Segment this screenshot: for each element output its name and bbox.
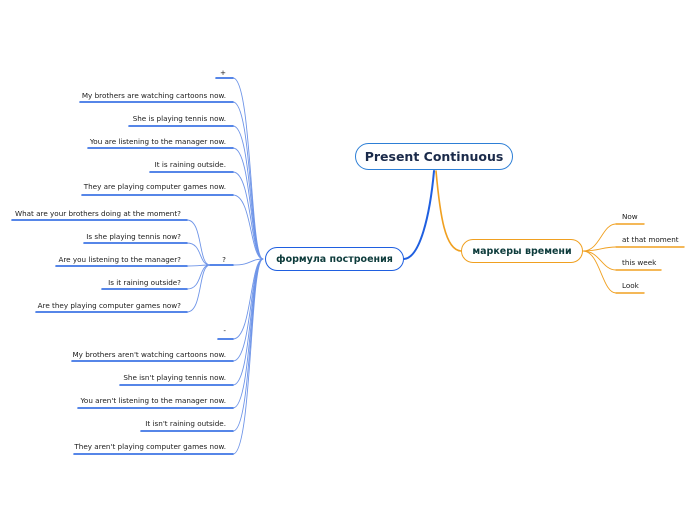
- leaf-marker-this-week[interactable]: this week: [622, 258, 657, 267]
- leaf-negative-3[interactable]: You aren't listening to the manager now.: [80, 396, 227, 405]
- leaf-negative-1[interactable]: My brothers aren't watching cartoons now…: [72, 350, 226, 359]
- leaf-affirmative-5[interactable]: They are playing computer games now.: [83, 182, 226, 191]
- leaf-affirmative-3[interactable]: You are listening to the manager now.: [89, 137, 226, 146]
- marker-connector-0: [582, 223, 617, 252]
- leaf-marker-look[interactable]: Look: [622, 281, 639, 290]
- leaf-marker-at-that-moment[interactable]: at that moment: [622, 235, 679, 244]
- connector-central-formula: [403, 170, 435, 260]
- question-connector-3: [186, 264, 211, 290]
- leaf-question-mark[interactable]: ?: [222, 255, 226, 264]
- connector-central-markers: [435, 170, 462, 252]
- leaf-connector-12: [232, 258, 264, 455]
- leaf-minus[interactable]: -: [223, 326, 226, 335]
- branch-markers[interactable]: маркеры времени: [461, 239, 583, 263]
- leaf-negative-2[interactable]: She isn't playing tennis now.: [123, 373, 226, 382]
- leaf-question-4[interactable]: Is it raining outside?: [108, 278, 181, 287]
- leaf-negative-4[interactable]: It isn't raining outside.: [145, 419, 226, 428]
- leaf-connector-4: [232, 171, 264, 260]
- leaf-connector-2: [232, 125, 264, 260]
- leaf-negative-5[interactable]: They aren't playing computer games now.: [74, 442, 226, 451]
- leaf-connector-1: [232, 101, 264, 260]
- leaf-connector-5: [232, 194, 264, 260]
- leaf-connector-3: [232, 147, 264, 260]
- connector-lines: [186, 77, 617, 455]
- leaf-question-5[interactable]: Are they playing computer games now?: [37, 301, 181, 310]
- branch-formula[interactable]: формула построения: [265, 247, 404, 271]
- leaf-underlines: [11, 77, 685, 455]
- leaf-affirmative-2[interactable]: She is playing tennis now.: [132, 114, 226, 123]
- leaf-question-1[interactable]: What are your brothers doing at the mome…: [14, 209, 181, 218]
- marker-connector-2: [582, 250, 617, 271]
- leaf-connector-6: [232, 258, 264, 266]
- marker-connector-1: [582, 246, 617, 252]
- question-connector-4: [186, 264, 211, 313]
- leaf-question-3[interactable]: Are you listening to the manager?: [58, 255, 181, 264]
- leaf-question-2[interactable]: Is she playing tennis now?: [86, 232, 181, 241]
- leaf-marker-now[interactable]: Now: [622, 212, 638, 221]
- leaf-affirmative-4[interactable]: It is raining outside.: [154, 160, 226, 169]
- leaf-affirmative-1[interactable]: My brothers are watching cartoons now.: [81, 91, 226, 100]
- leaf-plus[interactable]: +: [219, 68, 226, 77]
- marker-connector-3: [582, 250, 617, 294]
- central-topic[interactable]: Present Continuous: [355, 143, 513, 170]
- question-connector-1: [186, 242, 211, 266]
- question-connector-0: [186, 219, 211, 266]
